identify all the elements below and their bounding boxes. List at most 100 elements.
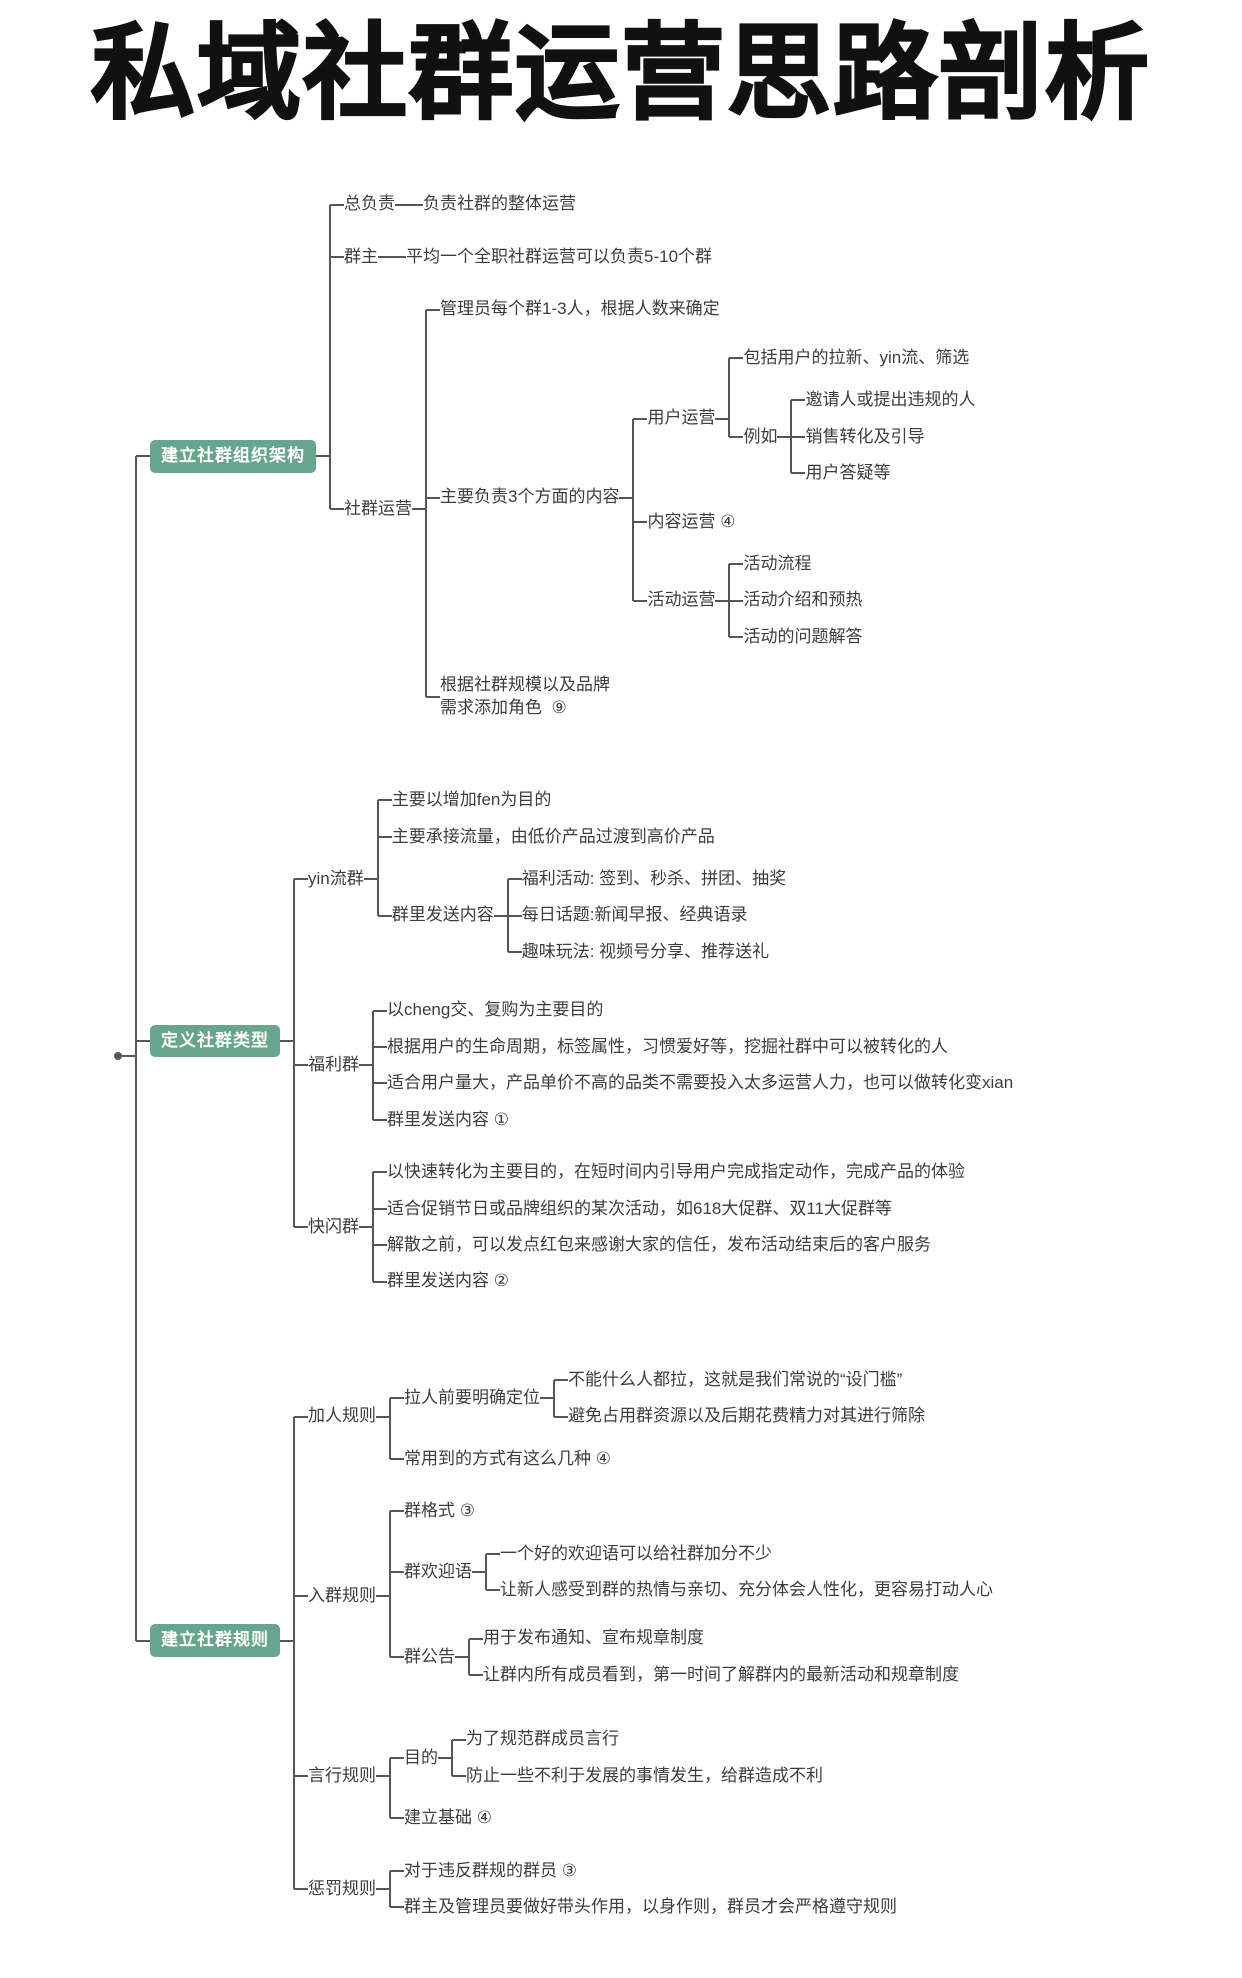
topic-node: 群欢迎语 xyxy=(404,1560,486,1584)
mindmap-subtree: 群主平均一个全职社群运营可以负责5-10个群 xyxy=(344,239,712,275)
branch-children: 对于违反群规的群员 ③ 群主及管理员要做好带头作用，以身作则，群员才会严格遵守规则 xyxy=(389,1853,897,1926)
topic-node: 邀请人或提出违规的人 xyxy=(805,390,976,410)
mindmap-subtree: 邀请人或提出违规的人 xyxy=(805,388,975,412)
topic-node: 活动介绍和预热 xyxy=(743,590,863,610)
mindmap-subtree: 建立基础 ④ xyxy=(404,1806,492,1830)
branch: 根据社群规模以及品牌 需求添加角色 ⑨ xyxy=(424,667,975,726)
branch: 群公告用于发布通知、宣布规章制度让群内所有成员看到，第一时间了解群内的最新活动和… xyxy=(389,1614,993,1699)
branch: 群格式 ③ xyxy=(389,1493,993,1531)
topic-node: 用户运营 xyxy=(647,406,730,430)
topic-node: 负责社群的整体运营 xyxy=(423,194,576,214)
mindmap-subtree: 建立社群组织架构总负责负责社群的整体运营群主平均一个全职社群运营可以负责5-10… xyxy=(150,178,975,734)
mindmap-subtree: 群里发送内容 ① xyxy=(387,1108,509,1132)
branch: 一个好的欢迎语可以给社群加分不少 xyxy=(485,1536,993,1573)
mindmap-subtree: 对于违反群规的群员 ③ xyxy=(404,1859,577,1883)
topic-node: 拉人前要明确定位 xyxy=(404,1386,554,1410)
topic-node: yin流群 xyxy=(308,867,378,891)
mindmap-subtree: 建立社群规则加人规则拉人前要明确定位不能什么人都拉，这就是我们常说的“设门槛”避… xyxy=(150,1348,993,1934)
branch: 活动运营活动流程活动介绍和预热活动的问题解答 xyxy=(632,539,975,661)
mindmap-subtree: 解散之前，可以发点红包来感谢大家的信任，发布活动结束后的客户服务 xyxy=(387,1233,931,1257)
topic-node: 群里发送内容 ② xyxy=(387,1271,509,1291)
topic-node: 防止一些不利于发展的事情发生，给群造成不利 xyxy=(466,1765,823,1785)
branch: 快闪群以快速转化为主要目的，在短时间内引导用户完成指定动作，完成产品的体验适合促… xyxy=(292,1146,1013,1308)
mindmap-subtree: 用于发布通知、宣布规章制度 xyxy=(483,1626,704,1650)
topic-node: 主要负责3个方面的内容 xyxy=(440,485,634,509)
topic-node: 用于发布通知、宣布规章制度 xyxy=(483,1628,704,1648)
mindmap-subtree: 群格式 ③ xyxy=(404,1499,475,1523)
topic-node: 社群运营 xyxy=(344,497,426,521)
branch: 福利活动: 签到、秒杀、拼团、抽奖 xyxy=(506,861,787,898)
branch-children: 拉人前要明确定位不能什么人都拉，这就是我们常说的“设门槛”避免占用群资源以及后期… xyxy=(389,1356,925,1477)
mindmap-subtree: 用户运营包括用户的拉新、yin流、筛选例如邀请人或提出违规的人销售转化及引导用户… xyxy=(647,340,975,498)
branch: 以快速转化为主要目的，在短时间内引导用户完成指定动作，完成产品的体验 xyxy=(372,1154,965,1191)
mindmap-subtree: 每日话题:新闻早报、经典语录 xyxy=(522,903,748,927)
topic-node: 常用到的方式有这么几种 ④ xyxy=(404,1448,611,1468)
topic-node: 解散之前，可以发点红包来感谢大家的信任，发布活动结束后的客户服务 xyxy=(387,1234,931,1254)
mindmap-subtree: 主要承接流量，由低价产品过渡到高价产品 xyxy=(392,825,715,849)
topic-node: 目的 xyxy=(404,1746,452,1770)
topic-node: 内容运营 ④ xyxy=(647,511,736,531)
mindmap-subtree: 群里发送内容福利活动: 签到、秒杀、拼团、抽奖每日话题:新闻早报、经典语录趣味玩… xyxy=(392,861,786,970)
topic-node: 让群内所有成员看到，第一时间了解群内的最新活动和规章制度 xyxy=(483,1664,959,1684)
topic-node: 避免占用群资源以及后期花费精力对其进行筛除 xyxy=(568,1406,925,1426)
topic-node: 福利活动: 签到、秒杀、拼团、抽奖 xyxy=(521,869,787,889)
branch-children: 平均一个全职社群运营可以负责5-10个群 xyxy=(392,239,712,275)
branch: 言行规则目的为了规范群成员言行防止一些不利于发展的事情发生，给群造成不利建立基础… xyxy=(293,1707,993,1845)
branch-children: 建立社群组织架构总负责负责社群的整体运营群主平均一个全职社群运营可以负责5-10… xyxy=(134,158,1013,1954)
branch-children: yin流群 主要以增加fen为目的主要承接流量，由低价产品过渡到高价产品群里发送内… xyxy=(292,774,1013,1308)
branch: 主要承接流量，由低价产品过渡到高价产品 xyxy=(376,818,786,856)
topic-node: 例如 xyxy=(743,425,792,449)
branch: 适合促销节日或品牌组织的某次活动，如618大促群、双11大促群等 xyxy=(372,1190,965,1228)
branch-children: 目的为了规范群成员言行防止一些不利于发展的事情发生，给群造成不利建立基础 ④ xyxy=(389,1715,823,1836)
branch: 建立社群规则加人规则拉人前要明确定位不能什么人都拉，这就是我们常说的“设门槛”避… xyxy=(134,1327,1013,1954)
branch: 让群内所有成员看到，第一时间了解群内的最新活动和规章制度 xyxy=(468,1656,959,1693)
branch: 主要以增加fen为目的 xyxy=(376,782,786,820)
topic-node: 对于违反群规的群员 ③ xyxy=(404,1860,577,1880)
mindmap-subtree: 群欢迎语一个好的欢迎语可以给社群加分不少让新人感受到群的热情与亲切、充分体会人性… xyxy=(404,1536,993,1609)
branch: 用于发布通知、宣布规章制度 xyxy=(468,1620,959,1658)
branch-children: 群格式 ③ 群欢迎语一个好的欢迎语可以给社群加分不少让新人感受到群的热情与亲切、充… xyxy=(389,1493,993,1699)
topic-node: 言行规则 xyxy=(308,1764,390,1788)
branch: 平均一个全职社群运营可以负责5-10个群 xyxy=(392,239,712,275)
branch-children: 管理员每个群1-3人，根据人数来确定主要负责3个方面的内容用户运营包括用户的拉新… xyxy=(424,291,975,726)
branch: 群里发送内容福利活动: 签到、秒杀、拼团、抽奖每日话题:新闻早报、经典语录趣味玩… xyxy=(376,855,786,976)
branch-children: 不能什么人都拉，这就是我们常说的“设门槛”避免占用群资源以及后期花费精力对其进行… xyxy=(553,1362,925,1435)
mindmap-subtree: 拉人前要明确定位不能什么人都拉，这就是我们常说的“设门槛”避免占用群资源以及后期… xyxy=(404,1362,925,1435)
topic-node: 为了规范群成员言行 xyxy=(466,1729,619,1749)
branch: 管理员每个群1-3人，根据人数来确定 xyxy=(424,291,975,329)
mindmap-subtree: 常用到的方式有这么几种 ④ xyxy=(404,1447,611,1471)
mindmap-subtree: 快闪群以快速转化为主要目的，在短时间内引导用户完成指定动作，完成产品的体验适合促… xyxy=(308,1154,965,1300)
mindmap-subtree: 主要以增加fen为目的 xyxy=(392,788,552,812)
mindmap-subtree: 总负责负责社群的整体运营 xyxy=(344,186,576,222)
branch: 群主及管理员要做好带头作用，以身作则，群员才会严格遵守规则 xyxy=(389,1889,897,1925)
mindmap-subtree: 管理员每个群1-3人，根据人数来确定 xyxy=(440,297,720,321)
mindmap-subtree: 内容运营 ④ xyxy=(647,510,735,534)
mindmap-subtree: 根据用户的生命周期，标签属性，习惯爱好等，挖掘社群中可以被转化的人 xyxy=(387,1035,948,1059)
topic-node: 总负责 xyxy=(344,192,409,216)
mindmap-subtree: 负责社群的整体运营 xyxy=(423,192,576,216)
branch: 每日话题:新闻早报、经典语录 xyxy=(506,897,786,935)
branch: 对于违反群规的群员 ③ xyxy=(389,1853,897,1890)
branch: 建立社群组织架构总负责负责社群的整体运营群主平均一个全职社群运营可以负责5-10… xyxy=(134,158,1013,754)
topic-node: 活动运营 xyxy=(647,588,730,612)
branch-children: 用户运营包括用户的拉新、yin流、筛选例如邀请人或提出违规的人销售转化及引导用户… xyxy=(632,334,975,662)
branch-children: 以cheng交、复购为主要目的根据用户的生命周期，标签属性，习惯爱好等，挖掘社群… xyxy=(371,992,1013,1138)
branch-children: 主要以增加fen为目的主要承接流量，由低价产品过渡到高价产品群里发送内容福利活动… xyxy=(376,782,786,976)
branch-children: 活动流程活动介绍和预热活动的问题解答 xyxy=(728,546,863,655)
branch: 加人规则拉人前要明确定位不能什么人都拉，这就是我们常说的“设门槛”避免占用群资源… xyxy=(293,1348,993,1486)
topic-node: 主要承接流量，由低价产品过渡到高价产品 xyxy=(391,826,715,846)
branch: 销售转化及引导 xyxy=(790,418,975,456)
topic-node: 群里发送内容 ① xyxy=(387,1109,509,1129)
branch-children: 包括用户的拉新、yin流、筛选例如邀请人或提出违规的人销售转化及引导用户答疑等 xyxy=(728,340,975,498)
mindmap-subtree: yin流群主要以增加fen为目的主要承接流量，由低价产品过渡到高价产品群里发送内… xyxy=(308,782,786,976)
mindmap-subtree: 让新人感受到群的热情与亲切、充分体会人性化，更容易打动人心 xyxy=(500,1578,993,1602)
mindmap-subtree: 活动运营活动流程活动介绍和预热活动的问题解答 xyxy=(647,546,862,655)
branch-children: 一个好的欢迎语可以给社群加分不少让新人感受到群的热情与亲切、充分体会人性化，更容… xyxy=(485,1536,993,1609)
branch: 防止一些不利于发展的事情发生，给群造成不利 xyxy=(451,1757,823,1794)
mindmap-subtree: 言行规则目的为了规范群成员言行防止一些不利于发展的事情发生，给群造成不利建立基础… xyxy=(308,1715,823,1836)
topic-node: 管理员每个群1-3人，根据人数来确定 xyxy=(440,299,720,319)
